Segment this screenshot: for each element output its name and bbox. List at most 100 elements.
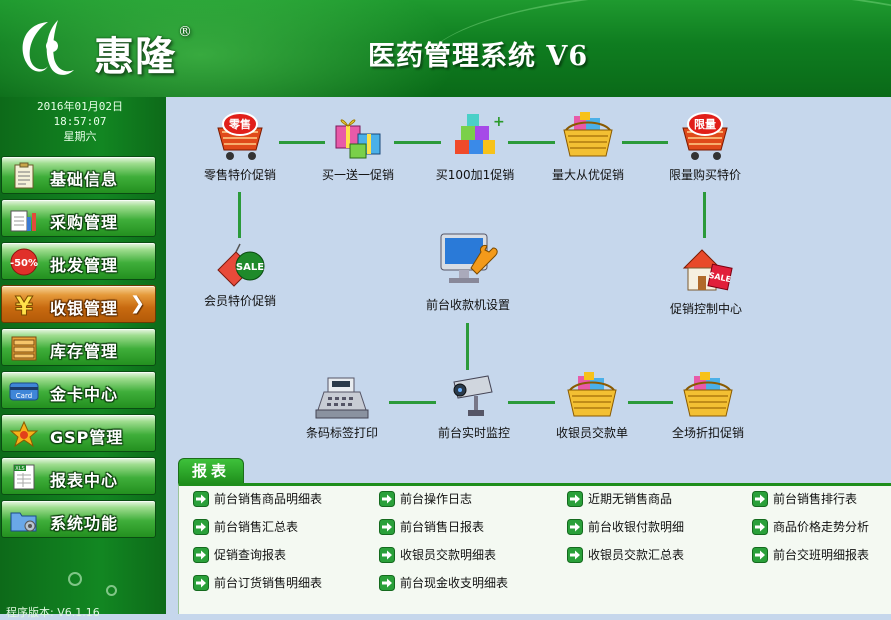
reports-panel xyxy=(178,483,891,614)
flow-node-label: 全场折扣促销 xyxy=(671,426,744,440)
flow-node-storewide-discount[interactable]: 全场折扣促销 xyxy=(656,370,760,441)
flow-node-buy100-plus1[interactable]: + 买100加1促销 xyxy=(422,110,528,183)
report-link-label: 前台收银付款明细 xyxy=(588,520,685,534)
connector-line xyxy=(238,192,241,238)
flow-node-label: 零售特价促销 xyxy=(203,168,276,182)
report-link-label: 近期无销售商品 xyxy=(588,492,673,506)
svg-text:SALE: SALE xyxy=(236,262,264,273)
report-link-label: 前台销售日报表 xyxy=(400,520,485,534)
flow-node-pos-settings[interactable]: 前台收款机设置 xyxy=(416,228,520,313)
decor-bubble xyxy=(68,572,82,586)
flow-node-label: 限量购买特价 xyxy=(668,168,741,182)
connector-line xyxy=(508,401,555,404)
arrow-right-icon xyxy=(193,546,209,563)
flow-node-barcode-print[interactable]: 条码标签打印 xyxy=(290,370,394,441)
sidebar-item-system[interactable]: 系统功能 xyxy=(1,500,156,538)
flow-node-limited-purchase[interactable]: 限量 限量购买特价 xyxy=(652,110,758,183)
report-link-label: 前台订货销售明细表 xyxy=(214,576,323,590)
flow-node-retail-special[interactable]: 零售 零售特价促销 xyxy=(188,110,292,183)
yen-icon: ¥ xyxy=(14,292,33,320)
arrow-right-icon xyxy=(752,546,768,563)
arrow-right-icon xyxy=(193,518,209,535)
sidebar-item-inventory[interactable]: 库存管理 xyxy=(1,328,156,366)
current-time: 18:57:07 xyxy=(53,115,107,128)
report-link-label: 促销查询报表 xyxy=(214,548,287,562)
arrow-right-icon xyxy=(379,574,395,591)
flow-node-volume-discount[interactable]: 量大从优促销 xyxy=(536,110,640,183)
tab-reports[interactable]: 报表 xyxy=(178,458,244,484)
flow-node-buy-one-get-one[interactable]: 买一送一促销 xyxy=(306,110,410,183)
camera-icon xyxy=(453,375,493,416)
report-link-label: 前台销售排行表 xyxy=(773,492,858,506)
report-link[interactable]: 近期无销售商品 xyxy=(567,490,672,508)
connector-line xyxy=(389,401,436,404)
report-link[interactable]: 商品价格走势分析 xyxy=(752,518,869,536)
plus-cubes-icon: + xyxy=(455,114,505,154)
flow-node-cashier-payment[interactable]: 收银员交款单 xyxy=(540,370,644,441)
arrow-right-icon xyxy=(379,490,395,507)
flow-node-member-special[interactable]: SALE 会员特价促销 xyxy=(188,240,292,309)
flow-node-label: 买一送一促销 xyxy=(321,168,394,182)
arrow-right-icon xyxy=(193,490,209,507)
flow-node-label: 前台收款机设置 xyxy=(425,298,510,312)
sidebar-item-label: 系统功能 xyxy=(50,514,119,533)
report-link[interactable]: 收银员交款汇总表 xyxy=(567,546,684,564)
sidebar-item-basic-info[interactable]: 基础信息 xyxy=(1,156,156,194)
arrow-right-icon xyxy=(193,574,209,591)
report-link-label: 商品价格走势分析 xyxy=(773,520,870,534)
clipboard-icon xyxy=(14,162,34,189)
flow-node-label: 会员特价促销 xyxy=(203,294,276,308)
connector-line xyxy=(508,141,555,144)
report-link[interactable]: 前台交班明细报表 xyxy=(752,546,869,564)
report-link[interactable]: 前台销售日报表 xyxy=(379,518,484,536)
sale-house-icon: SALE xyxy=(682,249,733,291)
gift-boxes-icon xyxy=(335,119,381,159)
svg-text:Card: Card xyxy=(16,392,32,400)
sidebar-item-purchase[interactable]: 采购管理 xyxy=(1,199,156,237)
decor-bubble xyxy=(106,585,117,596)
sidebar-item-gsp[interactable]: GSP管理 xyxy=(1,414,156,452)
flow-node-realtime-monitor[interactable]: 前台实时监控 xyxy=(422,370,526,441)
arrow-right-icon xyxy=(752,490,768,507)
report-link[interactable]: 促销查询报表 xyxy=(193,546,286,564)
arrow-right-icon xyxy=(379,546,395,563)
sidebar-item-gold-card[interactable]: Card 金卡中心 xyxy=(1,371,156,409)
version-text: 程序版本: V6.1.16 xyxy=(6,606,100,619)
report-link[interactable]: 前台订货销售明细表 xyxy=(193,574,322,592)
report-link[interactable]: 前台销售商品明细表 xyxy=(193,490,322,508)
sidebar-item-wholesale[interactable]: -50% 批发管理 xyxy=(1,242,156,280)
current-date: 2016年01月02日 xyxy=(37,100,123,113)
report-link[interactable]: 前台收银付款明细 xyxy=(567,518,684,536)
flow-node-label: 收银员交款单 xyxy=(555,426,628,440)
report-link[interactable]: 前台销售排行表 xyxy=(752,490,857,508)
arrow-right-icon xyxy=(567,518,583,535)
connector-line xyxy=(628,401,673,404)
retail-cart-icon: 零售 xyxy=(217,112,263,160)
arrow-right-icon xyxy=(752,518,768,535)
connector-line xyxy=(466,323,469,370)
svg-text:-50%: -50% xyxy=(10,258,38,269)
discount-50-icon: -50% xyxy=(10,248,38,276)
report-link[interactable]: 前台销售汇总表 xyxy=(193,518,298,536)
connector-line xyxy=(622,141,668,144)
report-link-label: 前台交班明细报表 xyxy=(773,548,870,562)
report-link[interactable]: 前台现金收支明细表 xyxy=(379,574,508,592)
sidebar-item-reports[interactable]: XLS 报表中心 xyxy=(1,457,156,495)
gift-basket-icon xyxy=(563,112,613,157)
report-link[interactable]: 收银员交款明细表 xyxy=(379,546,496,564)
svg-text:限量: 限量 xyxy=(694,117,716,131)
sidebar-item-label: 库存管理 xyxy=(50,342,119,361)
gift-basket-icon xyxy=(567,372,617,417)
current-weekday: 星期六 xyxy=(63,130,97,143)
sale-tag-icon: SALE xyxy=(217,243,265,287)
flow-node-promo-control[interactable]: SALE 促销控制中心 xyxy=(654,242,758,317)
datetime-panel: 2016年01月02日 18:57:07 星期六 xyxy=(0,99,160,144)
sidebar: 2016年01月02日 18:57:07 星期六 基础信息 采购管理 -50% … xyxy=(0,97,166,619)
chevron-right-icon: ❯ xyxy=(129,293,145,314)
sidebar-item-label: GSP管理 xyxy=(50,428,124,447)
report-link-label: 前台销售汇总表 xyxy=(214,520,299,534)
sidebar-item-cashier[interactable]: ¥ 收银管理 ❯ xyxy=(1,285,156,323)
sidebar-item-label: 批发管理 xyxy=(50,256,119,275)
report-link-label: 收银员交款汇总表 xyxy=(588,548,685,562)
report-link[interactable]: 前台操作日志 xyxy=(379,490,472,508)
